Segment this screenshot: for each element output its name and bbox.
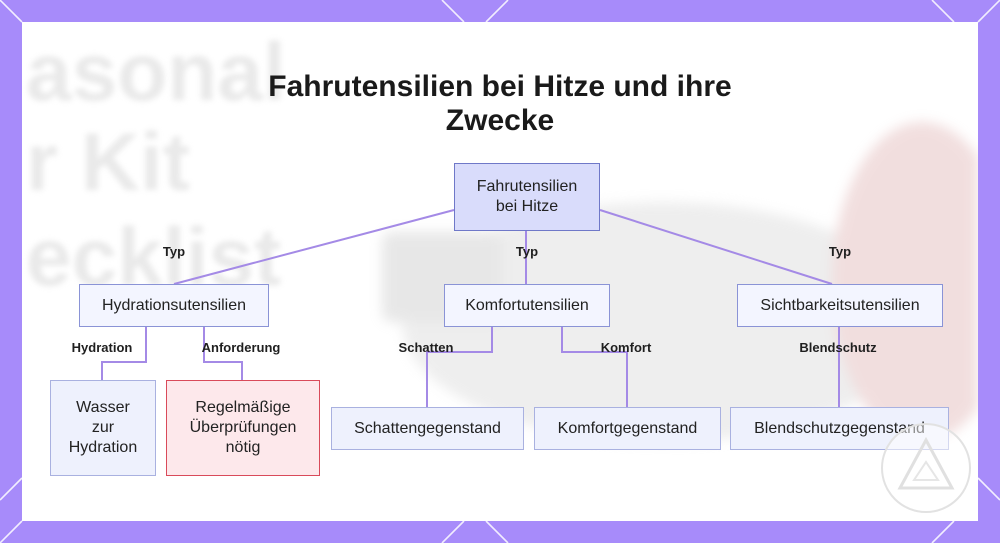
background-word: r Kit (26, 117, 190, 208)
node-water[interactable]: Wasser zur Hydration (50, 380, 156, 476)
edge-label-comfort: Komfort (600, 340, 652, 355)
node-root[interactable]: Fahrutensilien bei Hitze (454, 163, 600, 231)
node-comfort-utensils[interactable]: Komfortutensilien (444, 284, 610, 327)
background-photo: asonal r Kit ecklist (22, 22, 978, 521)
page-title: Fahrutensilien bei Hitze und ihre Zwecke (22, 70, 978, 138)
edge-label-shade: Schatten (398, 340, 454, 355)
edge-comfort-item (561, 327, 628, 407)
title-line-2: Zwecke (445, 104, 555, 137)
edge-label-typ: Typ (515, 244, 539, 259)
node-hydration-utensils[interactable]: Hydrationsutensilien (79, 284, 269, 327)
connector-lines (101, 209, 840, 407)
edge-label-typ: Typ (828, 244, 852, 259)
edge-comfort-shade (426, 327, 493, 407)
edge-root-visibility (599, 209, 833, 285)
node-shade-item[interactable]: Schattengegenstand (331, 407, 524, 450)
edge-hydration-checks (203, 327, 243, 380)
edge-root-hydration (173, 209, 455, 285)
edge-hydration-water (101, 327, 147, 380)
title-line-1: Fahrutensilien bei Hitze und ihre (268, 70, 732, 103)
edge-label-requirement: Anforderung (201, 340, 281, 355)
edge-label-typ: Typ (162, 244, 186, 259)
edge-label-hydration: Hydration (71, 340, 133, 355)
warning-triangle-icon (881, 423, 971, 513)
edge-label-glare: Blendschutz (799, 340, 877, 355)
node-visibility-utensils[interactable]: Sichtbarkeitsutensilien (737, 284, 943, 327)
node-glare-item[interactable]: Blendschutzgegenstand (730, 407, 949, 450)
node-regular-checks[interactable]: Regelmäßige Überprüfungen nötig (166, 380, 320, 476)
background-word: asonal (26, 27, 286, 118)
diagram-card: asonal r Kit ecklist Fahrutensilien bei … (22, 22, 978, 521)
node-comfort-item[interactable]: Komfortgegenstand (534, 407, 721, 450)
